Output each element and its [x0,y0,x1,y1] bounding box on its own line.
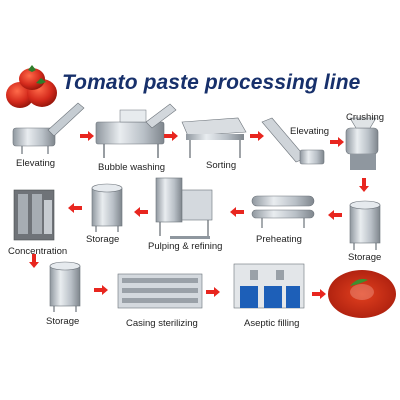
arrow-9 [68,203,82,213]
label-sorting: Sorting [206,160,237,171]
diagram-title: Tomato paste processing line [62,71,361,94]
storage-tank-illustration-1 [349,200,381,250]
label-aseptic-filling: Aseptic filling [244,318,300,329]
label-preheating: Preheating [256,234,302,245]
arrow-1 [80,131,94,141]
label-concentration: Concentration [8,246,68,257]
sorting-illustration [181,117,247,158]
crusher-illustration [345,117,379,170]
preheater-illustration [251,195,315,228]
arrow-12 [206,287,220,297]
sterilizer-illustration [117,273,203,309]
aseptic-filler-illustration [233,263,305,309]
flow-arrows [29,131,369,299]
elevator-illustration-1 [12,102,85,154]
storage-tank-illustration-2 [91,183,123,232]
concentrator-illustration [13,189,55,241]
arrow-11 [94,285,108,295]
label-storage-2: Storage [86,234,120,245]
arrow-2 [164,131,178,141]
arrow-5 [359,178,369,192]
tomato-paste-illustration [328,270,396,318]
arrow-7 [230,207,244,217]
label-storage-3: Storage [46,316,80,327]
label-pulping-refining: Pulping & refining [148,241,223,252]
arrow-4 [330,137,344,147]
arrow-6 [328,210,342,220]
arrow-13 [312,289,326,299]
tomatoes-illustration [6,65,57,108]
label-storage-1: Storage [348,252,382,263]
arrow-3 [250,131,264,141]
label-elevating-2: Elevating [290,126,330,137]
label-elevating-1: Elevating [16,158,56,169]
label-crushing: Crushing [346,112,385,123]
storage-tank-illustration-3 [49,261,81,312]
label-bubble-washing: Bubble washing [98,162,166,173]
label-casing-sterilizing: Casing sterilizing [126,318,198,329]
elevator-illustration-2 [261,117,325,165]
arrow-8 [134,207,148,217]
pulper-illustration [155,177,213,239]
bubble-washer-illustration [95,103,177,158]
arrow-10 [29,254,39,268]
